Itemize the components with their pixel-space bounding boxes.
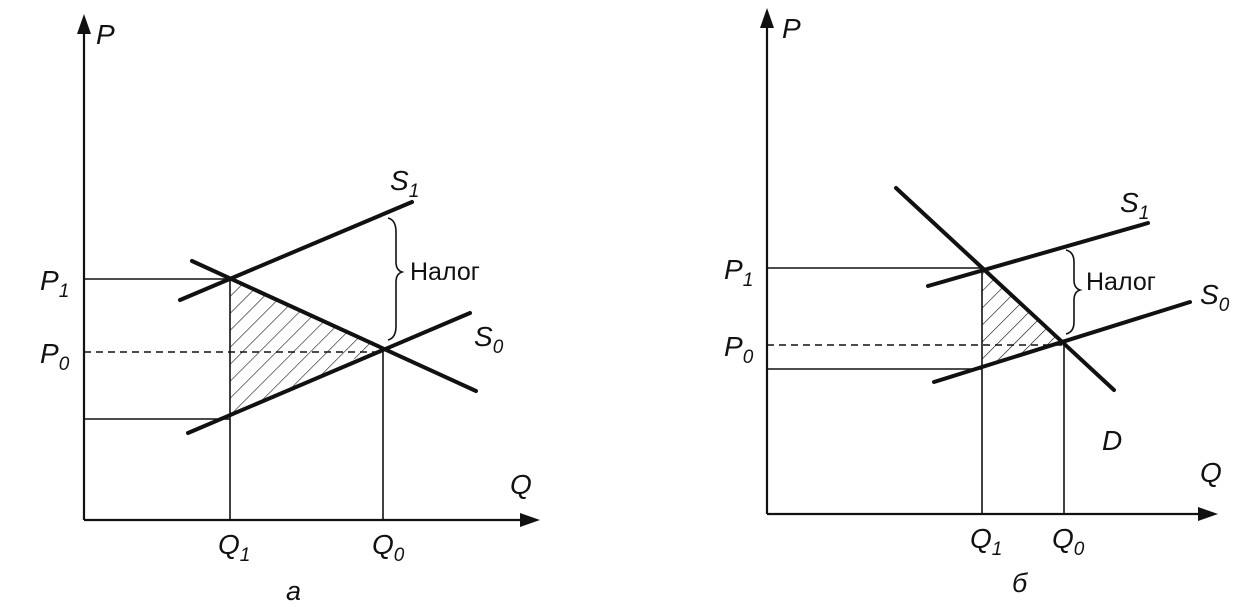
tax-label-a: Налог: [410, 258, 480, 286]
tax-brace-a: [387, 217, 405, 341]
label-s1-a: S1: [390, 165, 419, 202]
label-p0-a: P0: [40, 338, 70, 375]
tax-brace-b: [1065, 249, 1083, 335]
axis-label-p-a: P: [96, 19, 115, 50]
tax-label-b: Налог: [1086, 268, 1156, 296]
label-q1-b: Q1: [970, 523, 1002, 560]
axis-label-p-b: P: [782, 13, 801, 44]
y-axis-arrow-a: [77, 14, 91, 34]
axis-label-q-b: Q: [1200, 457, 1222, 488]
deadweight-loss-area-b: [982, 268, 1062, 366]
panel-b: P Q P1 P0 S1 S0 Налог D Q1 Q0 б: [724, 8, 1230, 598]
demand-line-b: [894, 186, 1116, 392]
label-s0-b: S0: [1200, 279, 1230, 316]
supply-s0-line-a: [186, 311, 472, 435]
caption-b: б: [1012, 568, 1028, 598]
label-q1-a: Q1: [218, 529, 250, 566]
x-axis-arrow-b: [1198, 507, 1218, 521]
y-axis-arrow-b: [760, 8, 774, 28]
caption-a: а: [286, 576, 301, 606]
supply-s1-line-a: [178, 200, 414, 302]
label-p1-a: P1: [40, 265, 69, 302]
label-q0-a: Q0: [372, 529, 405, 566]
label-d-b: D: [1102, 425, 1122, 456]
label-s1-b: S1: [1120, 187, 1149, 224]
label-q0-b: Q0: [1052, 523, 1085, 560]
supply-s1-line-b: [926, 221, 1150, 288]
axis-label-q-a: Q: [510, 469, 532, 500]
label-s0-a: S0: [474, 321, 504, 358]
x-axis-arrow-a: [520, 513, 540, 527]
panel-a: P Q P1 P0 S1 S0 Налог Q1 Q0 а: [40, 14, 540, 606]
demand-line-a: [190, 259, 478, 393]
label-p1-b: P1: [724, 254, 753, 291]
label-p0-b: P0: [724, 331, 754, 368]
deadweight-loss-area-a: [230, 279, 380, 417]
